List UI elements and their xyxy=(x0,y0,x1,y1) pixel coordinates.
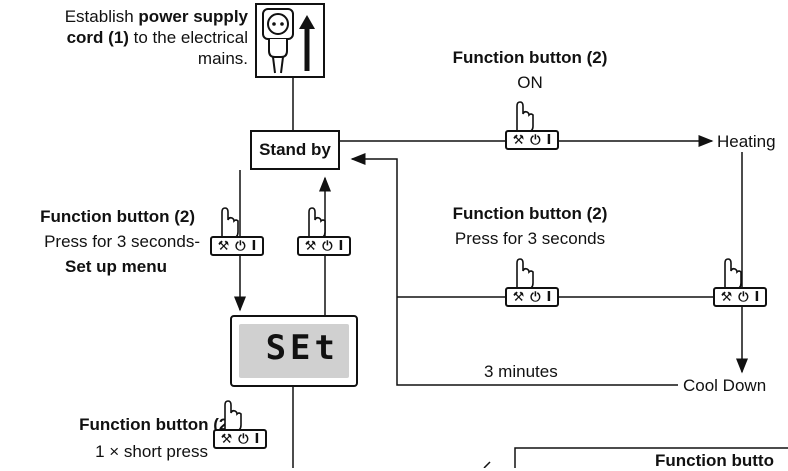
function-button[interactable]: ⚒ ⏻ I xyxy=(505,130,559,150)
line-cooldown-to-standby xyxy=(350,153,678,386)
function-button[interactable]: ⚒ ⏻ I xyxy=(713,287,767,307)
pointing-hand-icon xyxy=(224,400,242,432)
on-icon: I xyxy=(251,238,257,254)
fb-short-title: Function button (2) xyxy=(79,415,234,434)
cooldown-label: Cool Down xyxy=(683,376,767,395)
standby-label: Stand by xyxy=(259,140,331,159)
wrench-icon: ⚒ xyxy=(512,132,525,148)
plug-illustration xyxy=(255,3,325,78)
button-mid[interactable]: ⚒ ⏻ I xyxy=(505,257,561,309)
supply-line3: mains. xyxy=(197,49,248,68)
button-short[interactable]: ⚒ ⏻ I xyxy=(213,399,269,451)
pointing-hand-icon xyxy=(724,258,742,290)
on-icon: I xyxy=(338,238,344,254)
power-icon: ⏻ xyxy=(530,289,541,305)
pointing-hand-icon xyxy=(308,207,326,239)
function-button[interactable]: ⚒ ⏻ I xyxy=(210,236,264,256)
fb-setup-sub2: Set up menu xyxy=(65,257,168,276)
power-icon: ⏻ xyxy=(322,238,333,254)
fb-on-sub: ON xyxy=(517,73,543,92)
standby-state-box: Stand by xyxy=(250,130,340,170)
on-icon: I xyxy=(546,289,552,305)
heating-label: Heating xyxy=(717,132,776,151)
fb-on-title: Function button (2) xyxy=(452,48,608,67)
supply-bold: power supply xyxy=(138,7,248,26)
wrench-icon: ⚒ xyxy=(304,238,317,254)
power-icon: ⏻ xyxy=(238,431,249,447)
on-icon: I xyxy=(254,431,260,447)
wrench-icon: ⚒ xyxy=(220,431,233,447)
wrench-icon: ⚒ xyxy=(217,238,230,254)
power-plug-icon xyxy=(262,8,315,74)
button-on[interactable]: ⚒ ⏻ I xyxy=(505,100,561,152)
power-icon: ⏻ xyxy=(738,289,749,305)
wrench-icon: ⚒ xyxy=(720,289,733,305)
panel-tick xyxy=(483,461,491,468)
wrench-icon: ⚒ xyxy=(512,289,525,305)
lcd-display: SEt xyxy=(230,315,358,387)
lcd-screen: SEt xyxy=(239,324,349,378)
function-button[interactable]: ⚒ ⏻ I xyxy=(213,429,267,449)
fb-setup-sub: Press for 3 seconds- xyxy=(44,232,200,251)
pointing-hand-icon xyxy=(516,101,534,133)
button-setup-left[interactable]: ⚒ ⏻ I xyxy=(210,206,266,258)
on-icon: I xyxy=(754,289,760,305)
pointing-hand-icon xyxy=(221,207,239,239)
supply-line2-rest: to the electrical xyxy=(128,28,248,47)
button-setup-right[interactable]: ⚒ ⏻ I xyxy=(297,206,353,258)
fb-short-sub: 1 × short press xyxy=(95,442,208,461)
supply-pre: Establish xyxy=(64,7,139,26)
fb-setup-title: Function button (2) xyxy=(40,207,195,226)
power-icon: ⏻ xyxy=(235,238,246,254)
button-cooldown[interactable]: ⚒ ⏻ I xyxy=(713,257,769,309)
function-button[interactable]: ⚒ ⏻ I xyxy=(297,236,351,256)
panel-frame xyxy=(514,447,788,468)
function-button[interactable]: ⚒ ⏻ I xyxy=(505,287,559,307)
on-icon: I xyxy=(546,132,552,148)
panel-title: Function butto xyxy=(655,451,774,470)
supply-instruction: Establish power supply cord (1) to the e… xyxy=(20,6,248,69)
pointing-hand-icon xyxy=(516,258,534,290)
fb-mid-sub: Press for 3 seconds xyxy=(454,229,606,248)
power-icon: ⏻ xyxy=(530,132,541,148)
fb-mid-title: Function button (2) xyxy=(452,204,608,223)
three-minutes-label: 3 minutes xyxy=(484,362,558,381)
supply-line2-bold: cord (1) xyxy=(66,28,129,47)
lcd-text: SEt xyxy=(265,328,339,368)
